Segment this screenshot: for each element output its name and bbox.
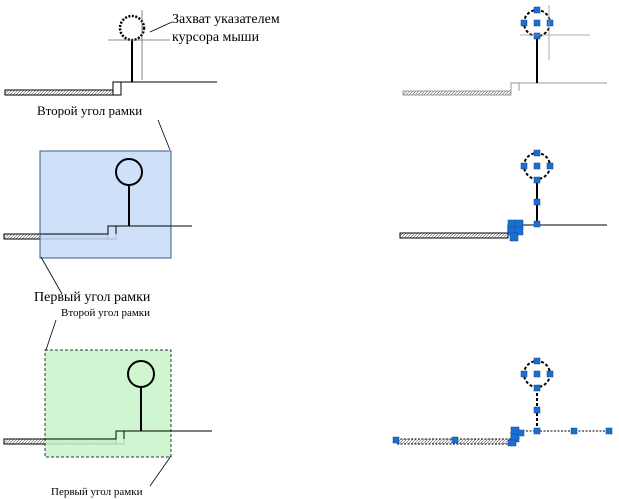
panel-crossing-selection: Второй угол рамки Первый угол рамки (3, 307, 212, 498)
grip-square-icon[interactable] (392, 357, 613, 447)
leader-grip (149, 21, 173, 33)
crosshair-cursor-icon (520, 5, 590, 60)
symbol-circle (118, 14, 146, 42)
panel-circle-grips (402, 5, 607, 96)
label-cursor-grip: Захват указателем курсора мыши (172, 12, 283, 45)
panel-window-grips (399, 149, 607, 242)
grip-square-icon[interactable] (507, 149, 554, 242)
leader-second-corner (45, 319, 57, 351)
leader-first-corner (149, 455, 172, 487)
wall-profile-over (40, 225, 171, 235)
symbol-circle (115, 158, 143, 186)
wall-profile-faded (402, 82, 607, 96)
label-first-corner: Первый угол рамки (51, 486, 143, 498)
selection-window-icon[interactable] (39, 150, 172, 259)
symbol-circle (127, 360, 155, 388)
wall-profile (399, 224, 607, 239)
grip-square-icon[interactable] (520, 6, 554, 40)
label-first-corner: Первый угол рамки (34, 290, 151, 305)
panel-window-selection: Второй угол рамки Первый угол рамки (3, 103, 192, 305)
label-second-corner: Второй угол рамки (37, 103, 142, 118)
panel-crossing-grips (392, 357, 613, 447)
panel-grip-capture: Захват указателем курсора мыши (4, 10, 283, 96)
wall-profile-over (45, 430, 171, 440)
crosshair-cursor-icon (108, 10, 170, 80)
leader-second-corner (157, 119, 171, 151)
wall-profile (4, 81, 217, 96)
label-second-corner: Второй угол рамки (61, 307, 150, 319)
leader-first-corner (40, 256, 63, 295)
